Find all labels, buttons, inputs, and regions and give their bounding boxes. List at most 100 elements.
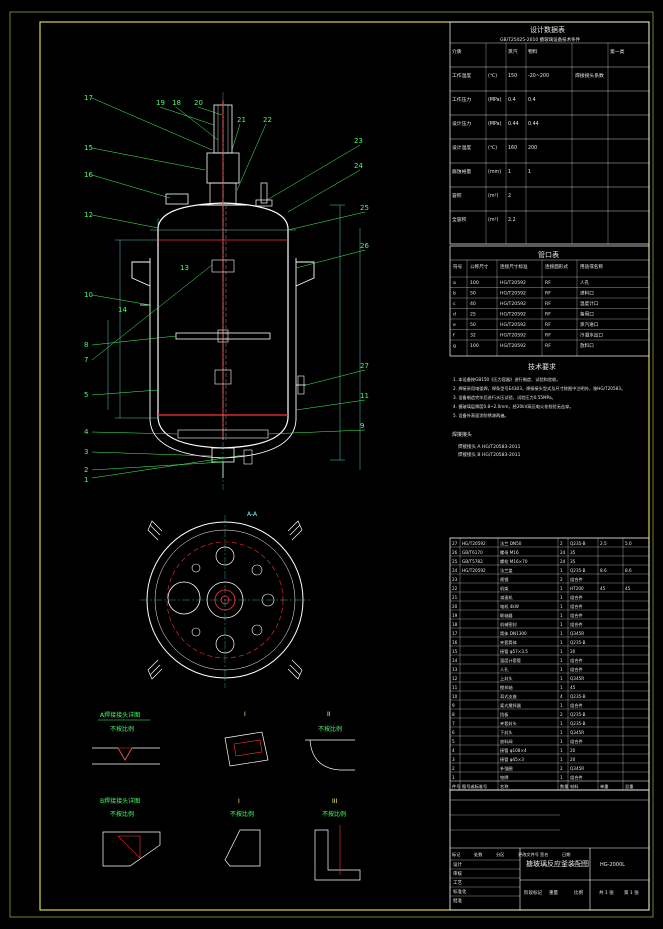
- parts-cell: 23: [452, 577, 458, 582]
- parts-cell: 11: [452, 685, 458, 690]
- nozzle-cell: 蒸汽进口: [580, 321, 599, 328]
- parts-cell: 铭牌: [500, 774, 508, 781]
- parts-cell: 24: [560, 550, 566, 555]
- parts-cell: 减速机: [500, 594, 513, 601]
- svg-text:19: 19: [156, 99, 165, 107]
- parts-cell: 1: [560, 703, 563, 708]
- parts-cell: 10: [452, 694, 458, 699]
- svg-text:17: 17: [84, 94, 93, 102]
- spec-cell: 工作压力: [452, 96, 471, 103]
- svg-text:GB/T25025-2010 搪玻璃设备技术条件: GB/T25025-2010 搪玻璃设备技术条件: [500, 36, 581, 43]
- parts-cell: 螺母 M16: [500, 549, 519, 556]
- parts-cell: 机架: [500, 585, 508, 592]
- parts-cell: 组合件: [570, 657, 583, 664]
- parts-cell: 夹套筒体: [500, 639, 518, 646]
- parts-cell: 1: [560, 586, 563, 591]
- spec-cell: 物料: [528, 48, 538, 55]
- nozzle-cell: 温度计口: [580, 300, 599, 307]
- svg-text:26: 26: [360, 242, 369, 250]
- parts-cell: 2: [560, 766, 563, 771]
- svg-text:焊接接头 A HG/T20583-2011: 焊接接头 A HG/T20583-2011: [458, 443, 521, 450]
- nozzle-cell: RF: [545, 333, 551, 339]
- spec-cell: 150: [508, 73, 517, 79]
- nozzle-cell: g: [453, 344, 456, 349]
- parts-cell: 下封头: [500, 729, 513, 736]
- svg-text:22: 22: [263, 116, 272, 124]
- spec-cell: (MPa): [488, 97, 502, 103]
- revision-header: 标记: [452, 851, 461, 858]
- nozzle-cell: RF: [545, 343, 551, 349]
- nozzle-cell: HG/T20592: [500, 343, 526, 349]
- spec-cell: 2.2: [508, 217, 516, 223]
- parts-cell: 19: [452, 613, 458, 618]
- parts-cell: Q235-B: [570, 721, 586, 726]
- nozzle-cell: 40: [470, 301, 476, 307]
- parts-cell: Q235-B: [570, 568, 586, 573]
- parts-cell: 2.5: [600, 541, 607, 546]
- svg-text:管口表: 管口表: [538, 250, 559, 259]
- parts-header: 材料: [570, 783, 579, 790]
- parts-cell: 夹套封头: [500, 720, 517, 727]
- nozzle-cell: 50: [470, 291, 476, 297]
- thermo-nozzle: [260, 182, 268, 204]
- svg-text:A-A: A-A: [247, 511, 258, 518]
- nozzle-cell: 100: [470, 280, 479, 286]
- nozzle-cell: HG/T20592: [500, 301, 526, 307]
- footer-cell: 第 1 张: [624, 889, 639, 896]
- nozzle-cell: a: [453, 281, 456, 286]
- detail-3-profile: [314, 829, 361, 881]
- revision-header: 分区: [496, 851, 504, 858]
- sign-row-label: 工艺: [453, 880, 462, 886]
- parts-cell: 35: [570, 550, 576, 555]
- spec-cell: 设计温度: [452, 144, 471, 151]
- parts-cell: 耳式支座: [500, 693, 517, 700]
- parts-cell: 5: [452, 739, 455, 744]
- parts-cell: 1: [560, 757, 563, 762]
- parts-cell: 组合件: [570, 594, 583, 601]
- parts-cell: 机械密封: [500, 621, 517, 628]
- spec-cell: (℃): [488, 73, 497, 79]
- parts-cell: 组合件: [570, 774, 583, 781]
- nozzle-header: 连接尺寸标准: [500, 263, 528, 270]
- support-lug-right: [295, 261, 315, 287]
- sign-row-label: 标准化: [453, 888, 467, 895]
- parts-cell: 组合件: [570, 603, 583, 610]
- drawing-frame: [39, 21, 650, 911]
- parts-cell: 接管 φ45×3: [500, 756, 524, 763]
- parts-cell: 6: [452, 730, 455, 735]
- nozzle-header: 用途或名称: [580, 263, 603, 270]
- sheet-border: [9, 11, 654, 918]
- svg-text:5: 5: [84, 391, 88, 399]
- parts-header: 总重: [625, 783, 633, 789]
- parts-cell: Q235-B: [570, 541, 586, 546]
- svg-text:技术要求: 技术要求: [528, 362, 556, 371]
- drawing-number: HG-2000L: [600, 862, 625, 868]
- svg-text:12: 12: [84, 211, 93, 219]
- parts-cell: 法兰 DN50: [500, 540, 522, 547]
- spec-cell: 介质: [452, 48, 462, 55]
- parts-cell: 上封头: [500, 675, 513, 682]
- svg-text:设计数据表: 设计数据表: [530, 25, 565, 34]
- parts-cell: Q345R: [570, 730, 584, 735]
- parts-cell: 温度计套管: [500, 657, 521, 664]
- nozzle-cell: d: [453, 312, 456, 318]
- top-view: A-A: [140, 511, 310, 688]
- vessel-elevation-view: [107, 92, 361, 490]
- nozzle-cell: 备用口: [580, 311, 594, 318]
- svg-text:2: 2: [84, 466, 88, 474]
- svg-text:II: II: [327, 711, 331, 718]
- nozzle-cell: HG/T20592: [500, 333, 526, 339]
- parts-cell: 3: [452, 757, 455, 762]
- footer-cell: 重量: [549, 889, 558, 896]
- parts-cell: 4: [560, 694, 563, 699]
- spec-cell: 设计压力: [452, 120, 471, 127]
- footer-cell: 共 1 张: [599, 889, 614, 896]
- spec-cell: 蒸汽: [508, 48, 518, 55]
- nozzle-cell: f: [453, 333, 455, 339]
- spec-cell: 160: [508, 145, 517, 151]
- support-lug-left: [131, 261, 151, 287]
- sign-row-label: 审核: [453, 870, 462, 877]
- spec-cell: (℃): [488, 145, 497, 151]
- parts-cell: 45: [600, 586, 606, 591]
